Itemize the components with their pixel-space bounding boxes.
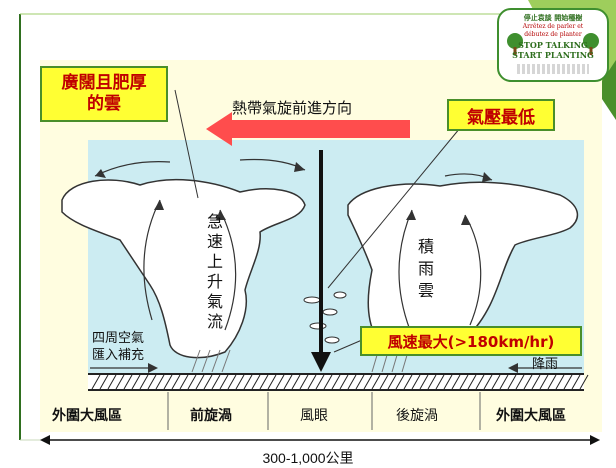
zone-front-vortex: 前旋渦	[190, 408, 232, 424]
updraft-label: 急速上升氣流	[207, 212, 224, 331]
zone-outer-right: 外圍大風區	[496, 408, 566, 424]
inflow-label: 四周空氣 匯入補充	[92, 331, 145, 363]
zone-rear-vortex: 後旋渦	[396, 408, 438, 424]
cumulonimbus-label: 積雨雲	[418, 237, 435, 300]
right-cloud	[347, 181, 579, 355]
badge-line-3: débutez de planter	[524, 31, 582, 38]
max-wind-callout: 風速最大(>180km/hr)	[360, 326, 582, 356]
left-cloud	[61, 178, 306, 359]
tree-icon-right	[583, 33, 599, 55]
direction-label: 熱帶氣旋前進方向	[232, 99, 353, 117]
badge-line-4: STOP TALKING	[518, 40, 588, 50]
badge-line-2: Arrêtez de parler et	[522, 23, 584, 30]
zone-eye: 風眼	[300, 408, 328, 424]
direction-arrow	[206, 112, 410, 146]
stop-talking-badge: 停止袁談 開始種樹 Arrêtez de parler et débutez d…	[497, 8, 609, 82]
tree-icon	[507, 33, 523, 55]
lowest-pressure-callout: 氣壓最低	[447, 99, 555, 131]
badge-line-1: 停止袁談 開始種樹	[523, 14, 583, 22]
badge-fine-print	[517, 64, 589, 74]
scale-label: 300-1,000公里	[262, 450, 354, 466]
zone-outer-left: 外圍大風區	[52, 408, 122, 424]
rain-label: 降雨	[532, 357, 559, 372]
broad-clouds-callout: 廣闊且肥厚 的雲	[40, 66, 168, 122]
badge-line-5: START PLANTING	[512, 50, 594, 60]
